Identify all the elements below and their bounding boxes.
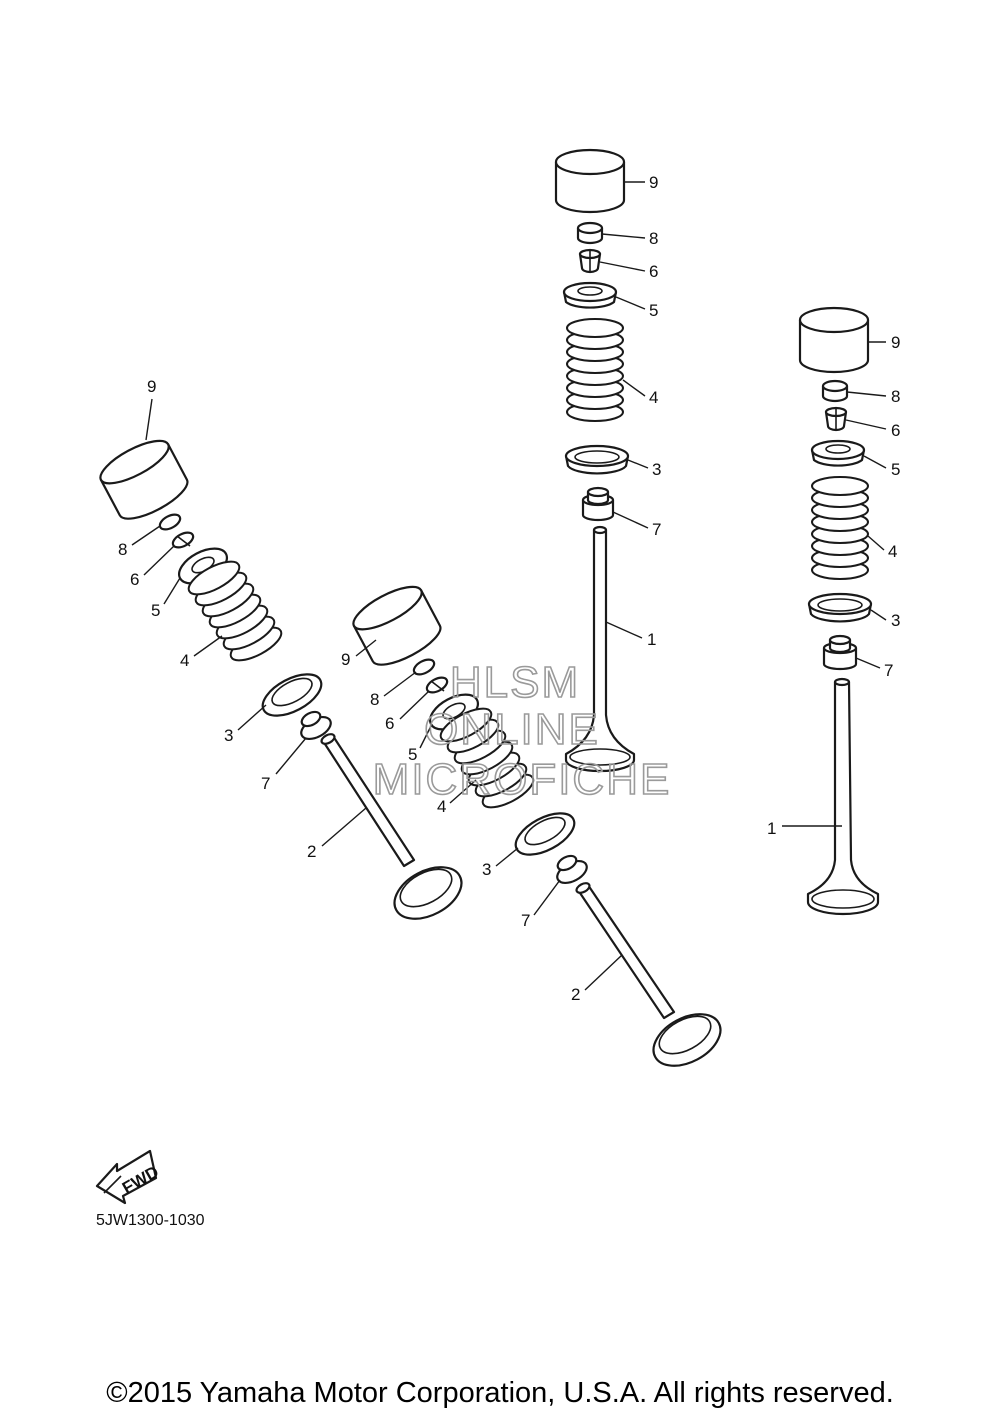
callout-1: 1 xyxy=(767,819,776,838)
watermark-line-3: MICROFICHE xyxy=(373,755,672,804)
callout-4: 4 xyxy=(437,797,446,816)
stem-oil-seal xyxy=(300,710,332,741)
callout-labels: 9 8 6 5 4 3 7 1 9 8 6 5 4 3 7 1 9 8 6 5 … xyxy=(118,173,900,1004)
part-code: 5JW1300-1030 xyxy=(96,1212,205,1229)
callout-7: 7 xyxy=(521,911,530,930)
watermark: HLSM ONLINE MICROFICHE xyxy=(372,657,672,805)
valve-pad xyxy=(158,513,182,531)
callout-7: 7 xyxy=(261,774,270,793)
callout-3: 3 xyxy=(652,460,661,479)
intake-valve xyxy=(564,525,636,773)
left-valve-assembly xyxy=(99,439,463,920)
callout-4: 4 xyxy=(649,388,658,407)
copyright-notice: ©2015 Yamaha Motor Corporation, U.S.A. A… xyxy=(106,1377,894,1409)
callout-3: 3 xyxy=(891,611,900,630)
spring-seat xyxy=(514,812,576,856)
spring-seat xyxy=(261,673,323,717)
callout-5: 5 xyxy=(891,460,900,479)
intake-valve xyxy=(806,677,880,916)
callout-8: 8 xyxy=(370,690,379,709)
center-valve-assembly xyxy=(554,148,636,773)
callout-6: 6 xyxy=(385,714,394,733)
valve-spring xyxy=(187,560,283,662)
valve-cotter xyxy=(824,406,848,432)
callout-4: 4 xyxy=(888,542,897,561)
fwd-arrow-icon: FWD xyxy=(95,1149,162,1205)
callout-9: 9 xyxy=(891,333,900,352)
callout-9: 9 xyxy=(649,173,658,192)
callout-3: 3 xyxy=(224,726,233,745)
spring-seat xyxy=(807,592,873,623)
valve-cotter xyxy=(425,676,449,694)
callout-6: 6 xyxy=(649,262,658,281)
stem-oil-seal xyxy=(581,486,615,522)
callout-9: 9 xyxy=(341,650,350,669)
callout-8: 8 xyxy=(891,387,900,406)
stem-oil-seal xyxy=(822,634,858,671)
callout-5: 5 xyxy=(649,301,658,320)
valve-cotter xyxy=(171,531,195,549)
callout-6: 6 xyxy=(891,421,900,440)
stem-oil-seal xyxy=(556,854,588,885)
callout-7: 7 xyxy=(652,520,661,539)
exhaust-valve xyxy=(575,882,722,1067)
valve-pad xyxy=(821,379,849,403)
spring-seat xyxy=(564,444,630,475)
callout-9: 9 xyxy=(147,377,156,396)
callout-2: 2 xyxy=(571,985,580,1004)
exhaust-valve xyxy=(320,733,463,920)
valve-spring xyxy=(566,318,624,422)
right-valve-assembly xyxy=(798,306,880,916)
valve-lifter xyxy=(99,439,189,520)
valve-spring xyxy=(811,476,869,580)
callout-3: 3 xyxy=(482,860,491,879)
valve-spring xyxy=(439,707,535,809)
valve-lifter xyxy=(352,585,442,666)
callout-5: 5 xyxy=(408,745,417,764)
callout-2: 2 xyxy=(307,842,316,861)
valve-pad xyxy=(576,221,604,245)
callout-1: 1 xyxy=(647,630,656,649)
watermark-line-2: ONLINE xyxy=(424,705,600,754)
callout-4: 4 xyxy=(180,651,189,670)
valve-lifter xyxy=(798,306,870,374)
callout-8: 8 xyxy=(649,229,658,248)
middle-valve-assembly xyxy=(352,585,722,1067)
valve-cotter xyxy=(578,248,602,274)
watermark-line-1: HLSM xyxy=(450,658,580,707)
callout-5: 5 xyxy=(151,601,160,620)
callout-8: 8 xyxy=(118,540,127,559)
callout-7: 7 xyxy=(884,661,893,680)
spring-retainer xyxy=(562,281,618,309)
spring-retainer xyxy=(810,439,866,467)
callout-6: 6 xyxy=(130,570,139,589)
valve-pad xyxy=(412,658,436,676)
leader-lines xyxy=(131,181,887,991)
valve-lifter xyxy=(554,148,626,214)
